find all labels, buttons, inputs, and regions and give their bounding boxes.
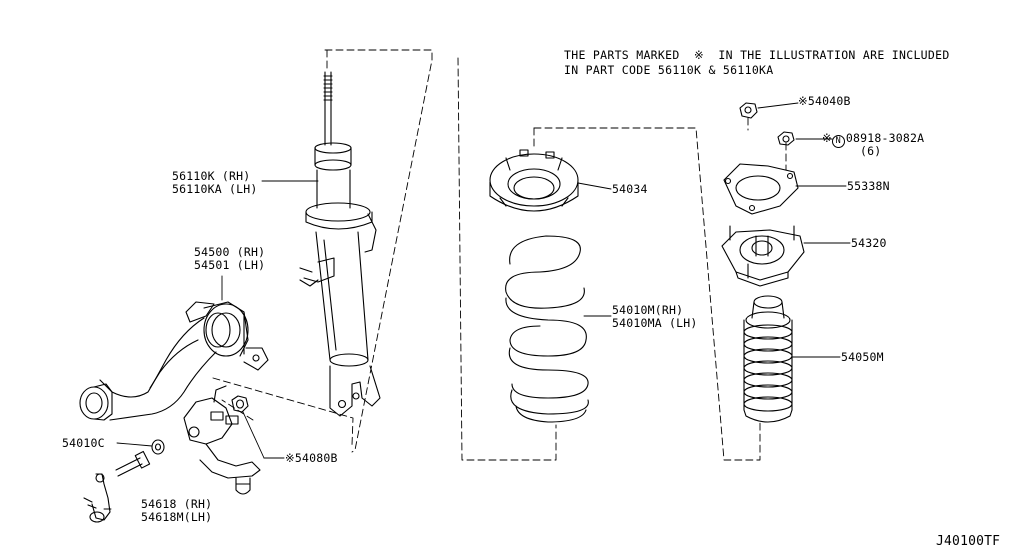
parts-note-line-2: IN PART CODE 56110K & 56110KA bbox=[564, 63, 774, 77]
strut-assembly bbox=[299, 71, 381, 417]
label-spring-lh[interactable]: 54010MA (LH) bbox=[612, 316, 698, 330]
label-arm-rh[interactable]: 54500 (RH) bbox=[194, 245, 266, 259]
label-mount-bolt-code: 08918-3082A bbox=[845, 131, 925, 145]
arm-nut-part bbox=[231, 395, 249, 413]
leader-lines bbox=[103, 102, 851, 510]
label-mount-plate[interactable]: 55338N bbox=[847, 179, 890, 193]
label-ball-joint-lh[interactable]: 54618M(LH) bbox=[141, 510, 213, 524]
label-arm-lh[interactable]: 54501 (LH) bbox=[194, 258, 266, 272]
strut-mount-part bbox=[721, 225, 805, 287]
label-spring-rh[interactable]: 54010M(RH) bbox=[612, 303, 684, 317]
label-strut-lh[interactable]: 56110KA (LH) bbox=[172, 182, 258, 196]
label-strut-rh[interactable]: 56110K (RH) bbox=[172, 169, 251, 183]
label-ball-joint-rh[interactable]: 54618 (RH) bbox=[141, 497, 213, 511]
parts-note-line-1: THE PARTS MARKED ※ IN THE ILLUSTRATION A… bbox=[564, 48, 950, 62]
upper-spring-seat-part bbox=[489, 149, 579, 212]
mount-bolt-part bbox=[777, 131, 795, 146]
ball-joint-part bbox=[83, 473, 111, 523]
label-arm-nut[interactable]: ※54080B bbox=[285, 451, 338, 465]
lower-arm-assembly bbox=[79, 301, 269, 495]
included-mark-icon: ※ bbox=[822, 131, 832, 145]
circled-n-icon: N bbox=[831, 135, 845, 148]
label-mount-bolt-qty: (6) bbox=[860, 144, 882, 158]
dashed-guide-lines bbox=[212, 49, 787, 461]
label-top-nut[interactable]: ※54040B bbox=[798, 94, 851, 108]
label-dust-boot[interactable]: 54050M bbox=[841, 350, 884, 364]
coil-spring-part bbox=[505, 235, 589, 423]
top-nut-part bbox=[739, 102, 758, 119]
arm-bolt-part bbox=[115, 450, 151, 477]
label-washer[interactable]: 54010C bbox=[62, 436, 105, 450]
label-spring-seat[interactable]: 54034 bbox=[612, 182, 648, 196]
dust-boot-part bbox=[743, 295, 793, 423]
diagram-code: J40100TF bbox=[936, 534, 1001, 549]
label-strut-mount[interactable]: 54320 bbox=[851, 236, 887, 250]
mount-plate-part bbox=[723, 163, 799, 215]
washer-part bbox=[151, 439, 165, 455]
